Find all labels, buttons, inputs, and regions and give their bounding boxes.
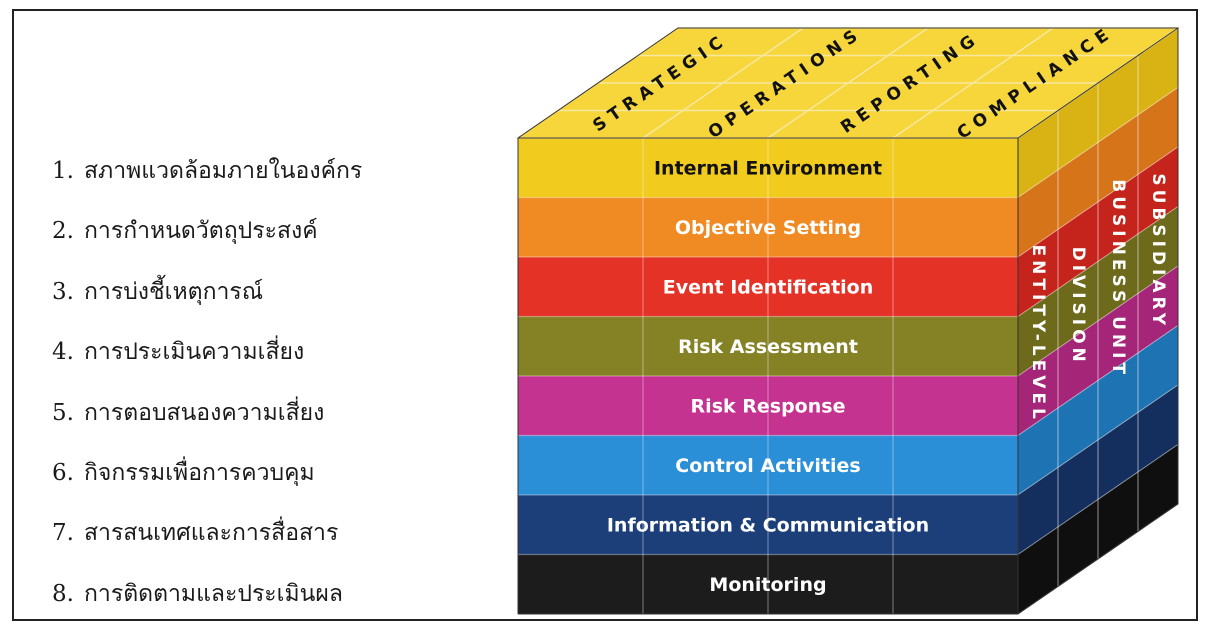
list-number: 5.: [52, 399, 74, 426]
list-item: 8. การติดตามและประเมินผล: [52, 570, 472, 630]
component-row: [518, 138, 1018, 198]
list-item: 1. สภาพแวดล้อมภายในองค์กร: [52, 147, 472, 207]
list-item: 7. สารสนเทศและการสื่อสาร: [52, 509, 472, 569]
list-number: 7.: [52, 520, 74, 547]
component-label: Risk Response: [691, 395, 846, 417]
component-label: Event Identification: [663, 276, 874, 298]
component-row: [518, 554, 1018, 614]
component-row: [518, 435, 1018, 495]
list-text: สภาพแวดล้อมภายในองค์กร: [84, 158, 363, 184]
entity-level-label: ENTITY-LEVEL: [1028, 245, 1048, 423]
component-label: Information & Communication: [607, 514, 929, 536]
list-number: 6.: [52, 459, 74, 486]
list-text: สารสนเทศและการสื่อสาร: [84, 520, 339, 547]
entity-level-label: SUBSIDIARY: [1148, 173, 1168, 329]
list-number: 3.: [52, 278, 74, 305]
list-item: 6. กิจกรรมเพื่อการควบคุม: [52, 449, 472, 509]
list-item: 4. การประเมินความเสี่ยง: [52, 328, 472, 388]
list-item: 5. การตอบสนองความเสี่ยง: [52, 389, 472, 449]
list-text: การกำหนดวัตถุประสงค์: [84, 218, 318, 245]
list-text: การติดตามและประเมินผล: [84, 580, 343, 607]
component-row: [518, 495, 1018, 555]
component-label: Control Activities: [675, 455, 860, 477]
list-item: 3. การบ่งชี้เหตุการณ์: [52, 268, 472, 328]
list-text: การประเมินความเสี่ยง: [84, 339, 305, 366]
component-label: Internal Environment: [654, 157, 882, 179]
list-number: 8.: [52, 580, 74, 607]
component-label: Monitoring: [709, 574, 826, 596]
entity-level-label: DIVISION: [1068, 247, 1088, 366]
component-label: Objective Setting: [675, 217, 861, 239]
list-number: 1.: [52, 158, 74, 184]
figure-border: [12, 9, 1198, 621]
component-row: [518, 376, 1018, 436]
component-label: Risk Assessment: [678, 336, 858, 358]
cube-edge: [1017, 27, 1179, 139]
list-item: 2. การกำหนดวัตถุประสงค์: [52, 207, 472, 267]
list-text: กิจกรรมเพื่อการควบคุม: [84, 459, 315, 486]
component-row: [518, 257, 1018, 317]
list-text: การบ่งชี้เหตุการณ์: [84, 278, 264, 305]
component-list-thai: 1. สภาพแวดล้อมภายในองค์กร 2. การกำหนดวัตถุ…: [52, 147, 472, 630]
list-number: 4.: [52, 339, 74, 366]
component-row: [518, 197, 1018, 257]
list-text: การตอบสนองความเสี่ยง: [84, 399, 325, 426]
entity-level-label: BUSINESS UNIT: [1108, 179, 1128, 378]
list-number: 2.: [52, 218, 74, 245]
component-row: [518, 316, 1018, 376]
